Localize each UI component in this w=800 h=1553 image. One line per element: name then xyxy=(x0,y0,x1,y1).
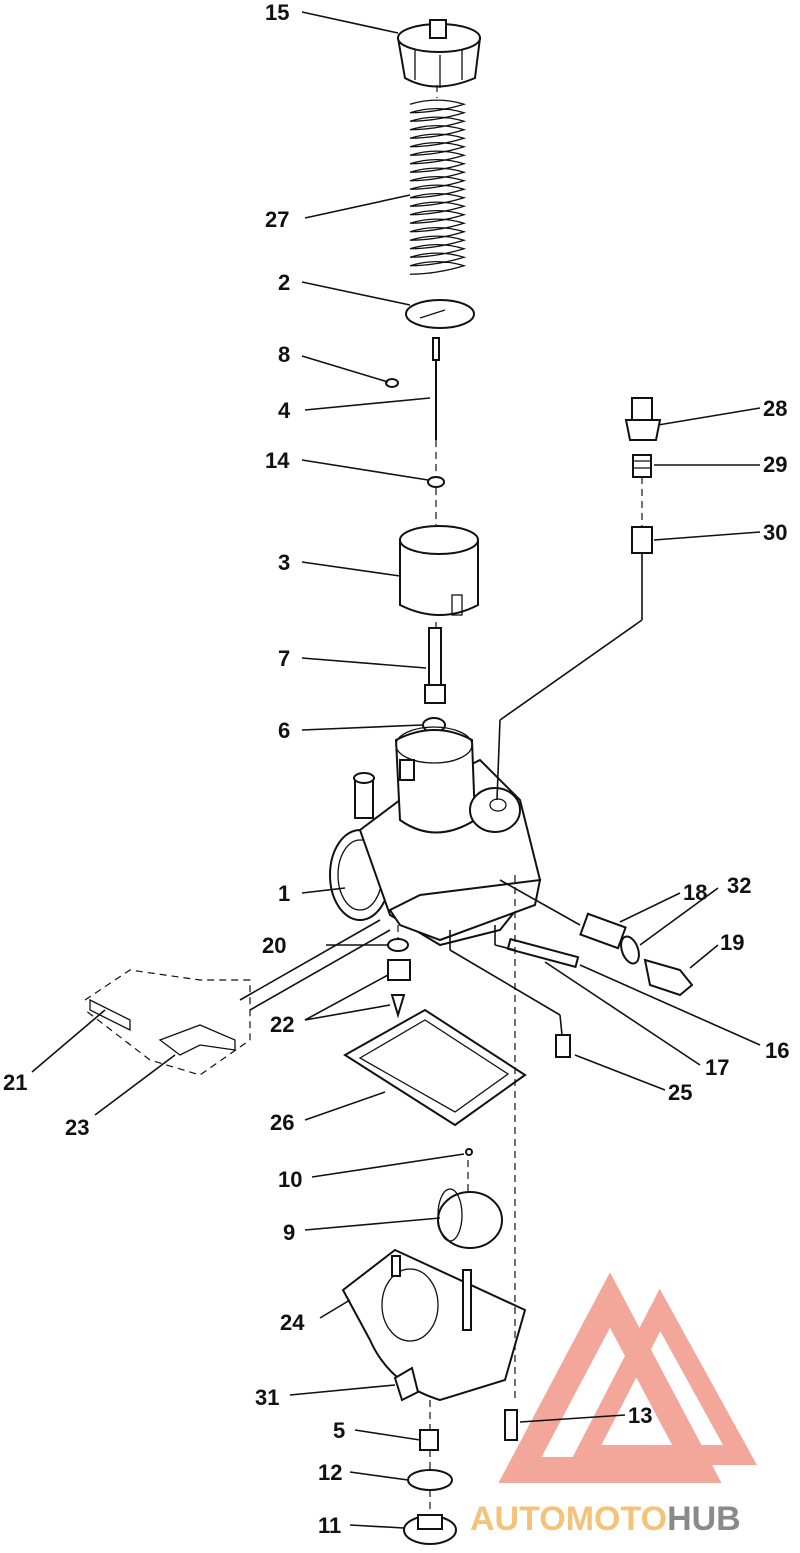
callout-13: 13 xyxy=(628,1403,652,1428)
watermark-logo xyxy=(498,1272,757,1483)
part-air-screw-assembly xyxy=(579,912,694,997)
callout-3: 3 xyxy=(278,550,290,575)
part-needle-jet xyxy=(422,627,446,733)
part-spring xyxy=(409,99,467,275)
part-needle xyxy=(385,337,440,440)
callout-25: 25 xyxy=(668,1080,692,1105)
part-float-bowl xyxy=(341,1248,527,1402)
part-idle-screw xyxy=(506,937,580,969)
callout-27: 27 xyxy=(265,207,289,232)
callout-15: 15 xyxy=(265,0,289,25)
callout-32: 32 xyxy=(727,873,751,898)
part-float xyxy=(437,1148,503,1249)
callout-17: 17 xyxy=(705,1055,729,1080)
callout-26: 26 xyxy=(270,1110,294,1135)
callout-14: 14 xyxy=(265,448,290,473)
part-throttle-slide xyxy=(399,525,479,616)
callout-labels: 15 27 2 8 4 14 3 7 6 1 20 22 21 23 26 10… xyxy=(3,0,789,1538)
callout-6: 6 xyxy=(278,718,290,743)
part-washer xyxy=(427,476,445,488)
part-pilot-screw-assembly xyxy=(624,397,662,554)
callout-1: 1 xyxy=(278,881,290,906)
callout-12: 12 xyxy=(318,1460,342,1485)
callout-16: 16 xyxy=(765,1038,789,1063)
part-carburetor-body xyxy=(329,726,542,947)
watermark-text-hub: HUB xyxy=(667,1500,741,1538)
callout-5: 5 xyxy=(333,1418,345,1443)
callout-31: 31 xyxy=(255,1385,279,1410)
callout-22: 22 xyxy=(270,1012,294,1037)
callout-24: 24 xyxy=(280,1310,305,1335)
part-cap xyxy=(396,19,482,88)
callout-11: 11 xyxy=(318,1513,341,1538)
callout-2: 2 xyxy=(278,270,290,295)
callout-7: 7 xyxy=(278,646,290,671)
part-drain-assembly xyxy=(403,1409,518,1545)
callout-21: 21 xyxy=(3,1070,27,1095)
part-gasket xyxy=(343,1008,527,1127)
alignment-lines xyxy=(239,85,643,1515)
part-jets xyxy=(387,938,571,1058)
part-plate xyxy=(405,299,475,329)
watermark-text-automoto: AUTOMOTO xyxy=(470,1500,667,1538)
callout-10: 10 xyxy=(278,1167,302,1192)
callout-8: 8 xyxy=(278,342,290,367)
callout-28: 28 xyxy=(763,396,787,421)
callout-4: 4 xyxy=(278,398,291,423)
part-float-arm xyxy=(84,969,251,1076)
callout-30: 30 xyxy=(763,520,787,545)
callout-23: 23 xyxy=(65,1115,89,1140)
callout-20: 20 xyxy=(262,933,286,958)
callout-29: 29 xyxy=(763,452,787,477)
watermark-text: AUTOMOTOHUB xyxy=(470,1500,741,1538)
callout-18: 18 xyxy=(683,880,707,905)
callout-19: 19 xyxy=(720,930,744,955)
callout-9: 9 xyxy=(283,1220,295,1245)
leader-lines xyxy=(31,11,761,1529)
